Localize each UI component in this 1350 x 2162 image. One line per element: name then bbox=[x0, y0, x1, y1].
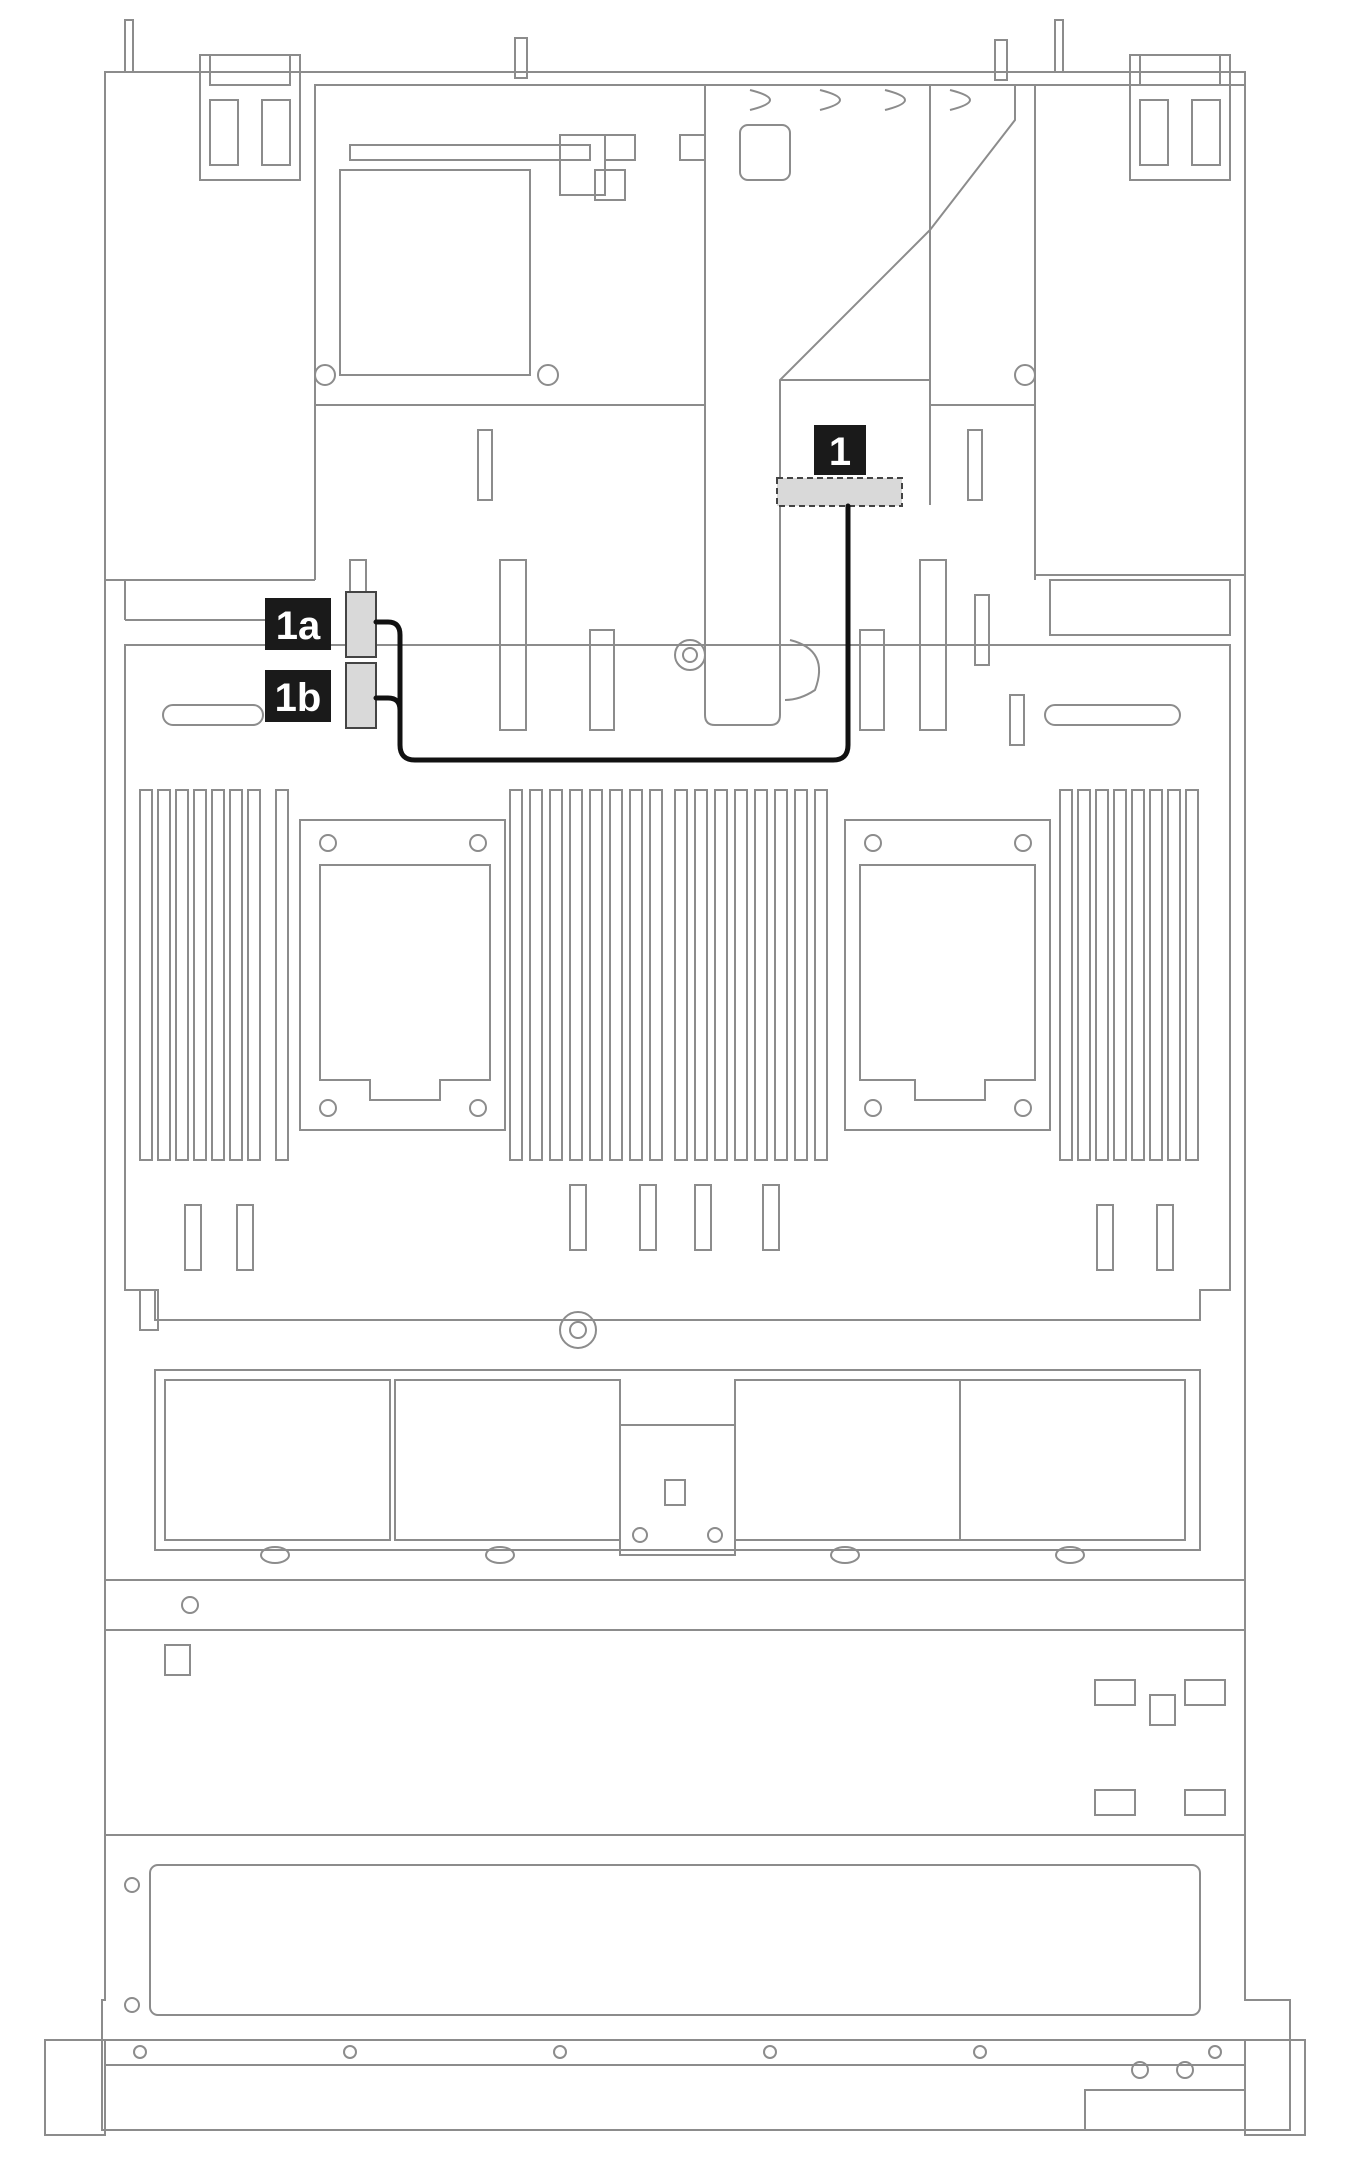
callout-1-label: 1 bbox=[829, 430, 851, 474]
motherboard-connector-1b bbox=[345, 662, 377, 729]
processor-socket-2 bbox=[844, 819, 1051, 1131]
side-connectors bbox=[162, 704, 1181, 726]
front-bezel bbox=[44, 2039, 1306, 2136]
front-drive-area bbox=[105, 1579, 1245, 2016]
callout-1a-label: 1a bbox=[276, 604, 321, 648]
callout-1a: 1a bbox=[265, 598, 331, 650]
rear-right-area bbox=[929, 84, 1246, 636]
fan-bay bbox=[154, 1369, 1201, 1564]
motherboard bbox=[124, 405, 1231, 1321]
dimm-slots-center bbox=[509, 789, 828, 1161]
callout-1b-label: 1b bbox=[275, 676, 322, 720]
rear-handle-right bbox=[1129, 54, 1231, 181]
lower-connectors bbox=[139, 1184, 1174, 1349]
callout-1: 1 bbox=[814, 425, 866, 475]
chassis bbox=[101, 19, 1291, 2131]
riser-connector-1 bbox=[776, 477, 903, 507]
callout-1b: 1b bbox=[265, 670, 331, 722]
dimm-slots-right bbox=[1059, 789, 1199, 1161]
riser-cage-left bbox=[105, 84, 706, 621]
processor-socket-1 bbox=[299, 819, 506, 1131]
cable-1 bbox=[373, 503, 851, 763]
cable-1-branch bbox=[373, 619, 403, 713]
rear-handle-left bbox=[199, 54, 301, 181]
dimm-slots-left bbox=[139, 789, 289, 1161]
motherboard-connector-1a bbox=[345, 591, 377, 658]
pcie-slots bbox=[349, 429, 1025, 746]
